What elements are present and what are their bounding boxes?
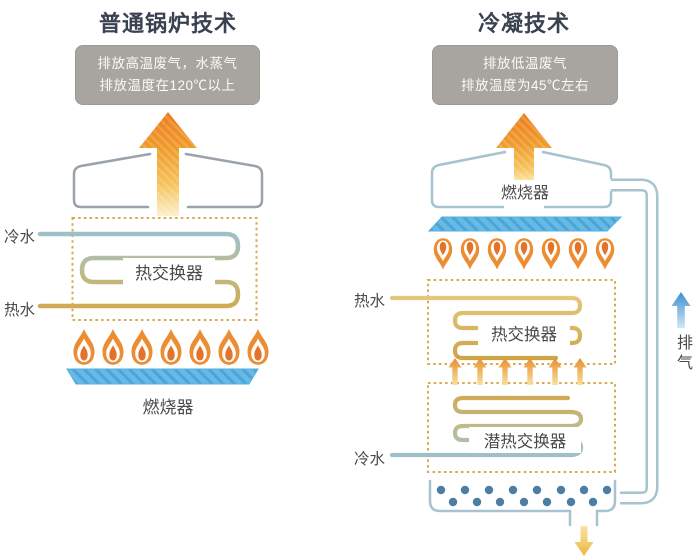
left-heat-exchanger-coil (37, 231, 241, 309)
right-burner-bar (427, 216, 623, 232)
left-emission-info-box: 排放高温废气，水蒸气 排放温度在120℃以上 (75, 45, 260, 105)
drain-arrow-icon (574, 526, 594, 556)
left-emission-line2: 排放温度在120℃以上 (99, 78, 236, 93)
exhaust-pipe (611, 178, 659, 505)
left-combustion-chamber-outline (71, 217, 258, 321)
left-burner-label: 燃烧器 (142, 398, 194, 417)
right-hood-outline (430, 150, 613, 209)
left-cold-water-label: 冷水 (4, 229, 36, 246)
left-hot-water-label: 热水 (4, 302, 36, 319)
left-flame-row (73, 329, 269, 365)
right-cold-water-label: 冷水 (354, 451, 386, 468)
right-heat-exchanger-label: 热交换器 (478, 320, 570, 346)
exhaust-label: 排气 (674, 334, 691, 374)
exhaust-direction-arrow-icon (671, 292, 691, 328)
right-hot-water-label: 热水 (354, 293, 386, 310)
right-emission-line2: 排放温度为45℃左右 (460, 78, 590, 93)
left-hood-outline (72, 152, 264, 209)
left-diagram-title: 普通锅炉技术 (98, 11, 237, 36)
right-emission-info-box: 排放低温废气 排放温度为45℃左右 (432, 45, 618, 105)
left-heat-exchanger-label: 热交换器 (123, 258, 215, 285)
condensate-tray (428, 479, 617, 527)
right-latent-heat-exchanger-label: 潜热交换器 (469, 427, 581, 453)
condensate-dots (436, 485, 612, 507)
right-flue-gas-arrow-icon (496, 113, 552, 180)
right-heat-exchanger-outline (427, 279, 616, 473)
left-burner-bar (66, 368, 259, 385)
right-emission-line1: 排放低温废气 (483, 56, 567, 72)
left-emission-line1: 排放高温废气，水蒸气 (97, 56, 238, 72)
right-flame-row (433, 238, 615, 270)
left-flue-gas-arrow-icon (139, 112, 197, 216)
right-burner-label: 燃烧器 (500, 185, 549, 202)
right-diagram-title: 冷凝技术 (477, 11, 570, 36)
heat-flow-arrows (448, 358, 587, 385)
